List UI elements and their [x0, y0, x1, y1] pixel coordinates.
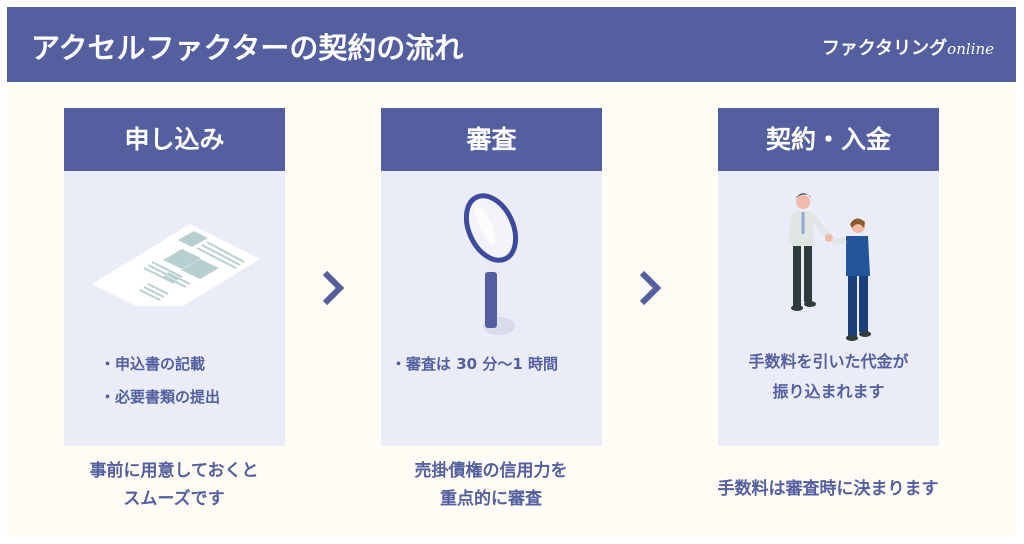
step-title: 審査 [381, 108, 602, 171]
step-bullets: ・申込書の記載 ・必要書類の提出 [64, 353, 285, 419]
step-card-application: 申し込み ・申込書の記載 ・必要書類の提出 [64, 108, 285, 446]
step-card-screening: 審査 ・審査は 30 分〜1 時間 [381, 108, 602, 446]
note-line: スムーズです [123, 489, 225, 509]
step-bullets: ・審査は 30 分〜1 時間 [381, 353, 602, 386]
bullet-item: ・申込書の記載 [100, 355, 206, 373]
flow-diagram: アクセルファクターの契約の流れ ファクタリングonline 申し込み ・申 [7, 7, 1016, 536]
step-title: 申し込み [64, 108, 285, 171]
body-line: 手数料を引いた代金が [748, 352, 909, 371]
brand-logo: ファクタリングonline [822, 34, 994, 60]
step-note: 事前に用意しておくと スムーズです [24, 457, 324, 513]
document-icon [64, 186, 285, 319]
step-card-contract-payment: 契約・入金 [718, 108, 939, 446]
note-line: 重点的に審査 [440, 489, 542, 509]
note-line: 手数料は審査時に決まります [717, 479, 939, 499]
bullet-item: ・審査は 30 分〜1 時間 [391, 355, 558, 373]
logo-suffix: online [947, 40, 994, 58]
step-note: 手数料は審査時に決まります [678, 475, 978, 503]
handshake-icon [718, 184, 939, 348]
bullet-item: ・必要書類の提出 [100, 388, 221, 406]
note-line: 事前に用意しておくと [89, 461, 259, 481]
magnifier-icon [381, 186, 602, 350]
body-line: 振り込まれます [772, 382, 885, 401]
step-title: 契約・入金 [718, 108, 939, 171]
logo-main: ファクタリング [821, 38, 948, 59]
step-note: 売掛債権の信用力を 重点的に審査 [341, 457, 641, 513]
chevron-right-icon [322, 270, 345, 306]
chevron-right-icon [639, 270, 662, 306]
page-title: アクセルファクターの契約の流れ [31, 31, 464, 65]
step-body: 手数料を引いた代金が 振り込まれます [718, 348, 939, 402]
header-bar: アクセルファクターの契約の流れ ファクタリングonline [7, 7, 1016, 82]
note-line: 売掛債権の信用力を [414, 461, 568, 481]
